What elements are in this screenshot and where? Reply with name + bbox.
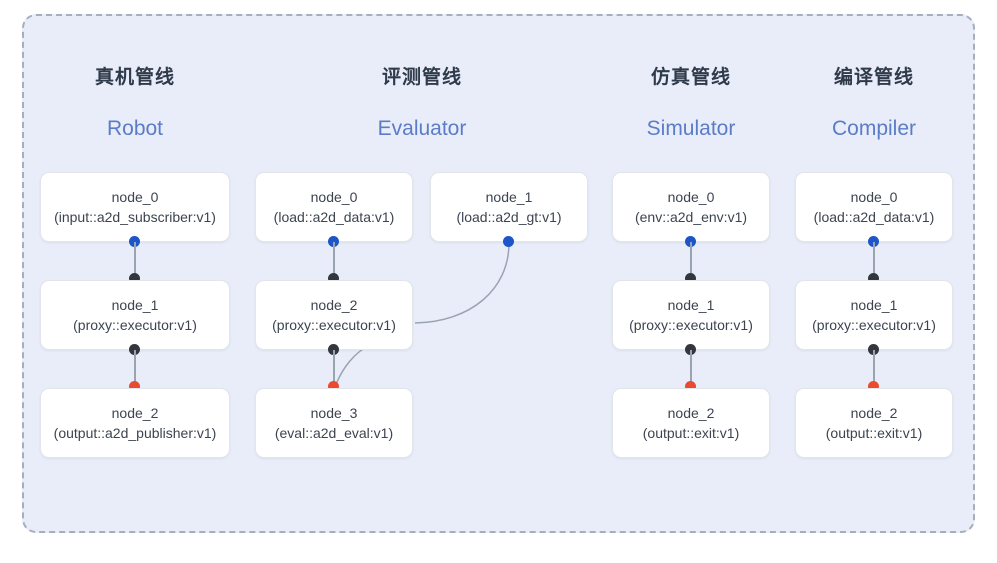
node-subtitle: (proxy::executor:v1): [629, 317, 753, 333]
node-title: node_0: [111, 188, 159, 205]
connector-sim-1-2: [690, 350, 692, 388]
port-input-sim-node-2[interactable]: [685, 381, 696, 392]
node-subtitle: (load::a2d_gt:v1): [456, 209, 562, 225]
node-title: node_1: [485, 188, 533, 205]
node-robot-node-0[interactable]: node_0 (input::a2d_subscriber:v1): [40, 172, 230, 242]
port-output-robot-node-1[interactable]: [129, 344, 140, 355]
node-comp-node-0[interactable]: node_0 (load::a2d_data:v1): [795, 172, 953, 242]
node-title: node_2: [310, 296, 358, 313]
node-subtitle: (eval::a2d_eval:v1): [274, 425, 394, 441]
port-input-robot-node-2[interactable]: [129, 381, 140, 392]
port-input-eval-node-3[interactable]: [328, 381, 339, 392]
port-input-comp-node-2[interactable]: [868, 381, 879, 392]
node-robot-node-1[interactable]: node_1 (proxy::executor:v1): [40, 280, 230, 350]
connector-robot-1-2: [134, 350, 136, 388]
port-output-comp-node-0[interactable]: [868, 236, 879, 247]
node-title: node_1: [111, 296, 159, 313]
port-input-eval-node-2[interactable]: [328, 273, 339, 284]
node-comp-node-2[interactable]: node_2 (output::exit:v1): [795, 388, 953, 458]
connector-sim-0-1: [690, 242, 692, 280]
node-title: node_0: [667, 188, 715, 205]
node-sim-node-0[interactable]: node_0 (env::a2d_env:v1): [612, 172, 770, 242]
node-eval-node-1[interactable]: node_1 (load::a2d_gt:v1): [430, 172, 588, 242]
node-title: node_1: [667, 296, 715, 313]
node-subtitle: (proxy::executor:v1): [272, 317, 396, 333]
port-output-eval-node-0[interactable]: [328, 236, 339, 247]
connector-eval-2-3: [333, 350, 335, 388]
node-comp-node-1[interactable]: node_1 (proxy::executor:v1): [795, 280, 953, 350]
node-robot-node-2[interactable]: node_2 (output::a2d_publisher:v1): [40, 388, 230, 458]
node-title: node_1: [850, 296, 898, 313]
node-eval-node-2[interactable]: node_2 (proxy::executor:v1): [255, 280, 413, 350]
port-input-comp-node-1[interactable]: [868, 273, 879, 284]
connector-comp-1-2: [873, 350, 875, 388]
node-title: node_2: [850, 404, 898, 421]
node-sim-node-2[interactable]: node_2 (output::exit:v1): [612, 388, 770, 458]
node-title: node_2: [667, 404, 715, 421]
node-subtitle: (proxy::executor:v1): [73, 317, 197, 333]
node-subtitle: (env::a2d_env:v1): [634, 209, 748, 225]
connector-robot-0-1: [134, 242, 136, 280]
node-title: node_0: [310, 188, 358, 205]
node-subtitle: (load::a2d_data:v1): [273, 209, 395, 225]
node-title: node_3: [310, 404, 358, 421]
node-subtitle: (input::a2d_subscriber:v1): [54, 209, 216, 225]
node-title: node_0: [850, 188, 898, 205]
node-subtitle: (output::a2d_publisher:v1): [53, 425, 217, 441]
node-sim-node-1[interactable]: node_1 (proxy::executor:v1): [612, 280, 770, 350]
port-output-robot-node-0[interactable]: [129, 236, 140, 247]
port-output-eval-node-2[interactable]: [328, 344, 339, 355]
node-subtitle: (output::exit:v1): [825, 425, 923, 441]
connector-comp-0-1: [873, 242, 875, 280]
port-output-eval-node-1[interactable]: [503, 236, 514, 247]
node-subtitle: (load::a2d_data:v1): [813, 209, 935, 225]
node-subtitle: (output::exit:v1): [642, 425, 740, 441]
port-output-sim-node-0[interactable]: [685, 236, 696, 247]
port-output-comp-node-1[interactable]: [868, 344, 879, 355]
port-input-robot-node-1[interactable]: [129, 273, 140, 284]
node-subtitle: (proxy::executor:v1): [812, 317, 936, 333]
node-eval-node-0[interactable]: node_0 (load::a2d_data:v1): [255, 172, 413, 242]
port-input-sim-node-1[interactable]: [685, 273, 696, 284]
port-output-sim-node-1[interactable]: [685, 344, 696, 355]
connector-eval-0-2: [333, 242, 335, 280]
node-title: node_2: [111, 404, 159, 421]
node-eval-node-3[interactable]: node_3 (eval::a2d_eval:v1): [255, 388, 413, 458]
